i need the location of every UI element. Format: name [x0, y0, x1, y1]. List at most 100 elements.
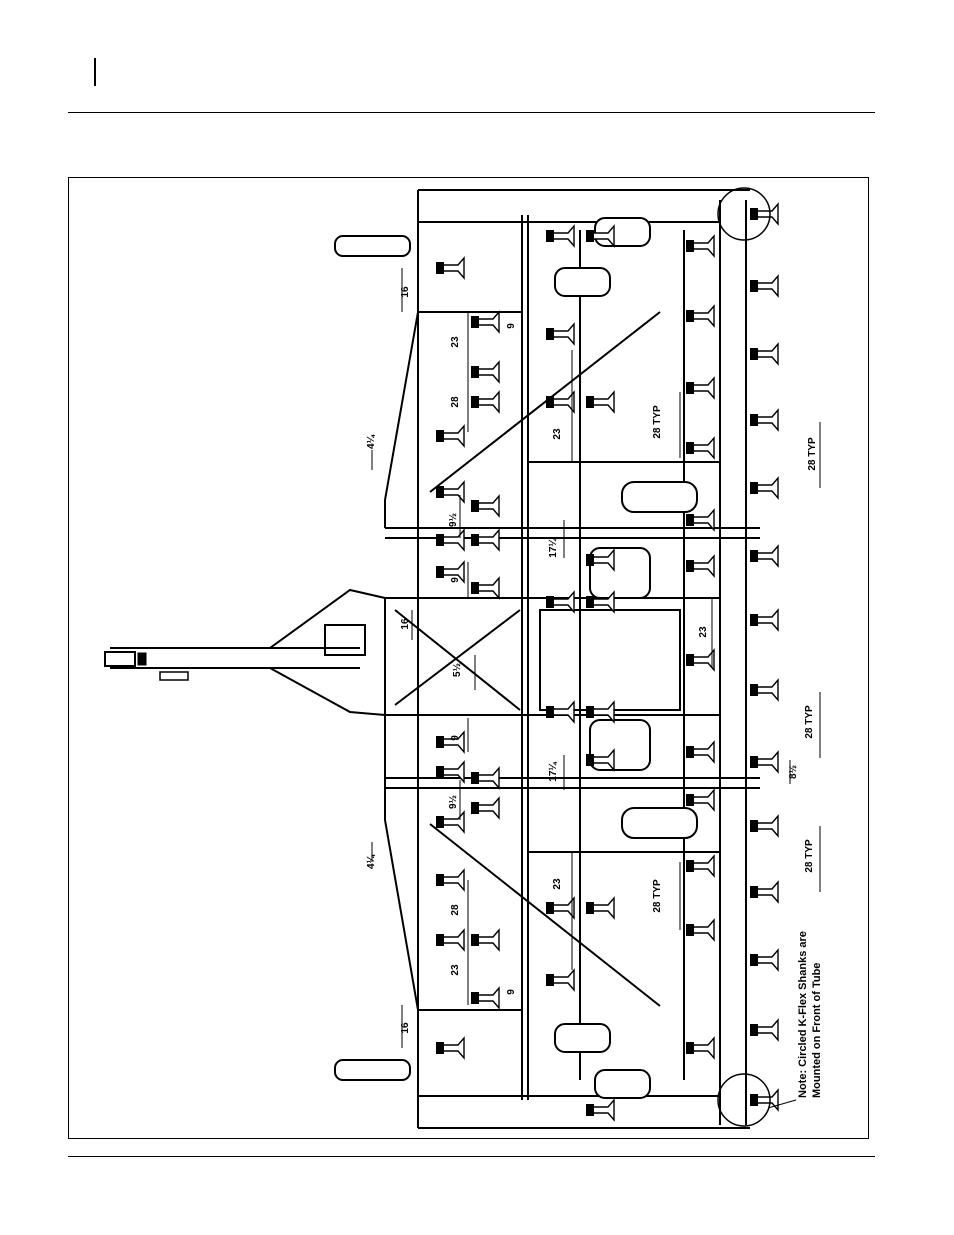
- dim-16-center: 16: [400, 618, 411, 630]
- cultivator-shank: [471, 578, 499, 598]
- cultivator-shank: [586, 392, 614, 412]
- cultivator-shank: [686, 306, 714, 326]
- wing-tire-1: [595, 218, 650, 246]
- cultivator-shank: [546, 226, 574, 246]
- cultivator-shank: [750, 276, 778, 296]
- left-diagonal-brace: [430, 312, 660, 492]
- cultivator-shank: [471, 798, 499, 818]
- cultivator-shank: [750, 410, 778, 430]
- cultivator-shank: [750, 950, 778, 970]
- note-line-1: Note: Circled K-Flex Shanks are: [797, 931, 809, 1098]
- dim-23-bottom: 23: [450, 964, 461, 976]
- cultivator-shank: [436, 258, 464, 278]
- right-wing-front-taper: [385, 788, 418, 1010]
- note-line-2: Mounted on Front of Tube: [811, 963, 823, 1098]
- dim-23-mid-top: 23: [552, 428, 563, 440]
- note: Note: Circled K-Flex Shanks are Mounted …: [797, 931, 823, 1098]
- cultivator-shank: [686, 438, 714, 458]
- dim-4q-bottom: 4¼: [366, 854, 377, 869]
- cultivator-shank: [750, 546, 778, 566]
- dim-23-center: 23: [698, 626, 709, 638]
- dim-28-bottom: 28: [450, 904, 461, 916]
- cultivator-shank: [686, 650, 714, 670]
- dim-28typ-c: 28 TYP: [804, 705, 815, 739]
- cultivator-shank: [686, 920, 714, 940]
- hitch-box: [325, 625, 365, 655]
- cultivator-shank: [436, 732, 464, 752]
- dim-4q-top: 4¼: [366, 434, 377, 449]
- cultivator-shank: [436, 426, 464, 446]
- cultivator-shank: [686, 1038, 714, 1058]
- cultivator-shank: [471, 362, 499, 382]
- dim-9-c: 9: [450, 735, 461, 741]
- center-lift-frame: [540, 610, 680, 710]
- wing-tire-5: [555, 1024, 610, 1052]
- cultivator-shank: [546, 898, 574, 918]
- dimension-lines: [372, 268, 820, 1048]
- dim-9-a: 9: [506, 323, 517, 329]
- cultivator-shank: [471, 530, 499, 550]
- dim-16-bottom: 16: [400, 1022, 411, 1034]
- hitch-clevis: [105, 625, 365, 680]
- hitch-right-flare: [270, 668, 385, 715]
- dim-28-top: 28: [450, 396, 461, 408]
- dim-23-top: 23: [450, 336, 461, 348]
- cultivator-shank: [750, 344, 778, 364]
- cultivator-shank: [750, 1090, 778, 1110]
- cultivator-shank: [750, 752, 778, 772]
- dim-28typ-e: 28 TYP: [652, 879, 663, 913]
- wing-tire-6: [595, 1070, 650, 1098]
- dim-9-b: 9: [450, 577, 461, 583]
- dim-17q-bottom: 17¼: [548, 762, 559, 782]
- cultivator-shank: [471, 392, 499, 412]
- hitch-left-flare: [270, 590, 385, 648]
- cultivator-shank: [586, 898, 614, 918]
- cultivator-shank: [471, 988, 499, 1008]
- dim-17q-top: 17¼: [548, 538, 559, 558]
- dim-9-d: 9: [506, 989, 517, 995]
- left-wing-front-taper: [385, 312, 418, 528]
- dim-16-top: 16: [400, 286, 411, 298]
- cultivator-shank: [471, 312, 499, 332]
- cultivator-shank: [750, 680, 778, 700]
- cultivator-shank: [686, 556, 714, 576]
- cultivator-shank: [686, 856, 714, 876]
- cultivator-shank: [750, 478, 778, 498]
- gauge-wheel-bottom: [335, 1060, 410, 1080]
- dim-9h-bottom: 9½: [448, 795, 459, 809]
- cultivator-shank: [586, 1100, 614, 1120]
- wing-tire-4: [622, 808, 697, 838]
- cultivator-shank: [686, 236, 714, 256]
- shank-group: [436, 204, 778, 1120]
- tires: [335, 218, 697, 1098]
- dim-5h: 5½: [452, 663, 463, 677]
- cultivator-shank: [471, 768, 499, 788]
- cultivator-shank: [436, 1038, 464, 1058]
- dim-23-mid-bottom: 23: [552, 878, 563, 890]
- cultivator-shank: [546, 392, 574, 412]
- wing-tire-2: [555, 268, 610, 296]
- cultivator-shank: [686, 790, 714, 810]
- dim-28typ-d: 28 TYP: [804, 839, 815, 873]
- cultivator-shank: [546, 702, 574, 722]
- cultivator-shank: [750, 816, 778, 836]
- dim-9h-top: 9½: [448, 513, 459, 527]
- cultivator-shank: [471, 496, 499, 516]
- cultivator-shank: [546, 970, 574, 990]
- cultivator-shank: [750, 882, 778, 902]
- cultivator-shank: [750, 610, 778, 630]
- wing-tire-3: [622, 482, 697, 512]
- cultivator-shank: [686, 742, 714, 762]
- cultivator-shank: [436, 870, 464, 890]
- gauge-wheel-top: [335, 236, 410, 256]
- dim-8h: 8½: [788, 765, 799, 779]
- cultivator-shank: [750, 1020, 778, 1040]
- cultivator-shank: [471, 930, 499, 950]
- cultivator-shank: [750, 204, 778, 224]
- center-tire-1: [590, 548, 650, 598]
- cultivator-shank: [686, 378, 714, 398]
- cultivator-shank: [436, 930, 464, 950]
- dim-28typ-b: 28 TYP: [807, 437, 818, 471]
- cultivator-shank: [546, 324, 574, 344]
